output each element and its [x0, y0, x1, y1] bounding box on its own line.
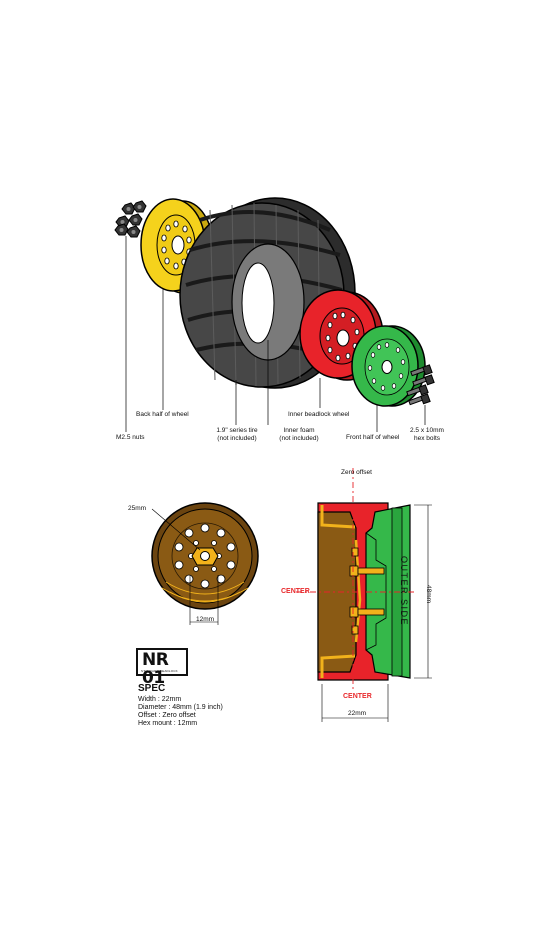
wheel-section-view	[296, 468, 432, 722]
dim-bolt-circle: 25mm	[128, 505, 147, 512]
hex-bolts-group	[406, 364, 435, 406]
label-foam-line1: Inner foam	[283, 427, 315, 434]
spec-title: SPEC	[138, 683, 166, 694]
label-front-half: Front half of wheel	[346, 434, 400, 441]
label-hex-bolts: 2.5 x 10mm hex bolts	[406, 427, 448, 443]
leader-lines	[125, 236, 426, 432]
label-foam-line2: (not included)	[279, 435, 319, 442]
wheel-front-view	[151, 502, 259, 625]
logo-sub-text: STANDARD BEADLOCK WHEEL	[141, 669, 178, 677]
spec-hex-mount: Hex mount : 12mm	[138, 720, 198, 727]
label-tire: 1.9" series tire (not included)	[214, 427, 260, 443]
label-back-half: Back half of wheel	[136, 411, 189, 418]
label-tire-line1: 1.9" series tire	[216, 427, 258, 434]
label-tire-line2: (not included)	[217, 435, 257, 442]
label-center-bottom: CENTER	[343, 693, 372, 700]
spec-offset: Offset : Zero offset	[138, 712, 196, 719]
label-center-left: CENTER	[281, 588, 310, 595]
nr01-logo: NR 01 STANDARD BEADLOCK WHEEL	[136, 648, 188, 687]
label-bolts-line1: 2.5 x 10mm	[410, 427, 444, 434]
label-m25-nuts: M2.5 nuts	[116, 434, 145, 441]
m25-nuts-group	[114, 200, 147, 238]
dim-height: 48mm	[425, 585, 432, 604]
label-zero-offset: Zero offset	[341, 469, 372, 476]
label-inner-foam: Inner foam (not included)	[274, 427, 324, 443]
logo-main-text: NR 01	[142, 650, 169, 688]
dim-width: 22mm	[348, 710, 367, 717]
label-outer-side: OUTER SIDE	[399, 556, 409, 627]
spec-diameter: Diameter : 48mm (1.9 inch)	[138, 704, 223, 711]
label-bolts-line2: hex bolts	[413, 435, 441, 442]
front-half-wheel	[351, 325, 426, 407]
spec-width: Width : 22mm	[138, 696, 182, 703]
label-beadlock: Inner beadlock wheel	[288, 411, 350, 418]
dim-hex: 12mm	[196, 616, 215, 623]
